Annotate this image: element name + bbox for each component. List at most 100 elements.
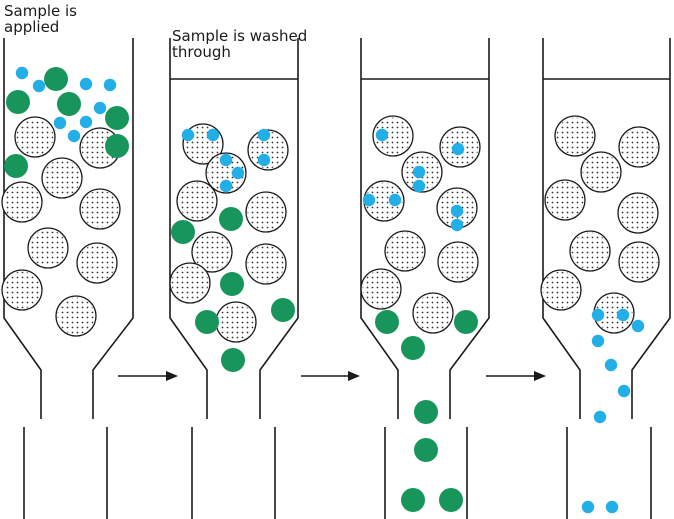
small-molecule: [53, 116, 67, 130]
small-molecules: [15, 66, 645, 514]
column-wall-left: [360, 38, 399, 419]
arrows-group: [118, 371, 546, 381]
small-molecule: [79, 115, 93, 129]
arrow-head: [166, 371, 178, 381]
small-molecule: [181, 128, 195, 142]
arrow-right-icon: [486, 371, 546, 381]
small-molecule: [593, 410, 607, 424]
column-wall-right: [92, 38, 134, 419]
column-3: [360, 38, 490, 419]
gel-bead-pores: [365, 182, 403, 220]
column-wall-right: [259, 38, 299, 419]
small-molecule: [15, 66, 29, 80]
gel-bead-pores: [171, 264, 209, 302]
gel-bead-pores: [57, 297, 95, 335]
gel-bead-pores: [193, 233, 231, 271]
gel-bead-pores: [571, 232, 609, 270]
small-molecule: [93, 101, 107, 115]
gel-bead-pores: [620, 128, 658, 166]
gel-bead-pores: [439, 243, 477, 281]
small-molecule: [581, 500, 595, 514]
small-molecule: [591, 334, 605, 348]
gel-bead-pores: [81, 190, 119, 228]
gel-bead-pores: [546, 181, 584, 219]
gel-bead-pores: [374, 117, 412, 155]
small-molecule: [605, 500, 619, 514]
small-molecule: [362, 193, 376, 207]
column-wall-right: [449, 38, 490, 419]
column-wall-right: [631, 38, 671, 419]
large-molecule: [105, 134, 129, 158]
small-molecule: [591, 308, 605, 322]
large-molecule: [439, 488, 463, 512]
gel-bead-pores: [178, 182, 216, 220]
large-molecule: [414, 438, 438, 462]
collection-vessel-4: [566, 427, 652, 519]
gel-bead-pores: [556, 117, 594, 155]
gel-bead-pores: [414, 294, 452, 332]
small-molecule: [231, 166, 245, 180]
arrow-right-icon: [301, 371, 360, 381]
large-molecule: [219, 207, 243, 231]
vessel-walls: [384, 427, 468, 519]
large-molecule: [271, 298, 295, 322]
gel-bead-pores: [29, 229, 67, 267]
gel-beads: [1, 115, 660, 343]
gel-bead-pores: [217, 303, 255, 341]
vessel-walls: [191, 427, 276, 519]
arrow-head: [534, 371, 546, 381]
small-molecule: [257, 128, 271, 142]
large-molecule: [401, 488, 425, 512]
small-molecule: [79, 77, 93, 91]
arrow-right-icon: [118, 371, 178, 381]
collection-vessel-1: [23, 427, 108, 519]
small-molecule: [412, 165, 426, 179]
label-sample-washed: Sample is washed through: [172, 27, 308, 61]
column-4: [542, 38, 671, 419]
small-molecule: [219, 153, 233, 167]
small-molecule: [219, 179, 233, 193]
large-molecule: [6, 90, 30, 114]
large-molecule: [195, 310, 219, 334]
large-molecule: [4, 154, 28, 178]
gel-bead-pores: [582, 153, 620, 191]
gel-bead-pores: [386, 232, 424, 270]
gel-bead-pores: [542, 271, 580, 309]
gel-bead-pores: [78, 244, 116, 282]
vessel-walls: [23, 427, 108, 519]
gel-bead-pores: [207, 154, 245, 192]
label-sample-applied: Sample is applied: [4, 2, 77, 36]
small-molecule: [388, 193, 402, 207]
small-molecule: [375, 128, 389, 142]
column-wall-left: [3, 38, 42, 419]
gel-bead-pores: [247, 193, 285, 231]
large-molecule: [220, 272, 244, 296]
gel-bead-pores: [3, 183, 41, 221]
gel-bead-pores: [247, 245, 285, 283]
columns-group: [1, 38, 671, 519]
small-molecule: [631, 319, 645, 333]
small-molecule: [604, 358, 618, 372]
small-molecule: [450, 204, 464, 218]
small-molecule: [257, 153, 271, 167]
collection-vessel-2: [191, 427, 276, 519]
gel-bead-pores: [3, 271, 41, 309]
small-molecule: [451, 142, 465, 156]
small-molecule: [617, 384, 631, 398]
large-molecule: [44, 67, 68, 91]
gel-bead-pores: [16, 118, 54, 156]
large-molecule: [57, 92, 81, 116]
large-molecule: [401, 336, 425, 360]
gel-bead-pores: [43, 159, 81, 197]
vessel-walls: [566, 427, 652, 519]
column-wall-left: [542, 38, 581, 419]
small-molecule: [450, 218, 464, 232]
large-molecule: [414, 400, 438, 424]
large-molecule: [171, 220, 195, 244]
small-molecule: [103, 78, 117, 92]
small-molecule: [206, 128, 220, 142]
gel-bead-pores: [595, 294, 633, 332]
small-molecule: [32, 79, 46, 93]
gel-bead-pores: [620, 243, 658, 281]
